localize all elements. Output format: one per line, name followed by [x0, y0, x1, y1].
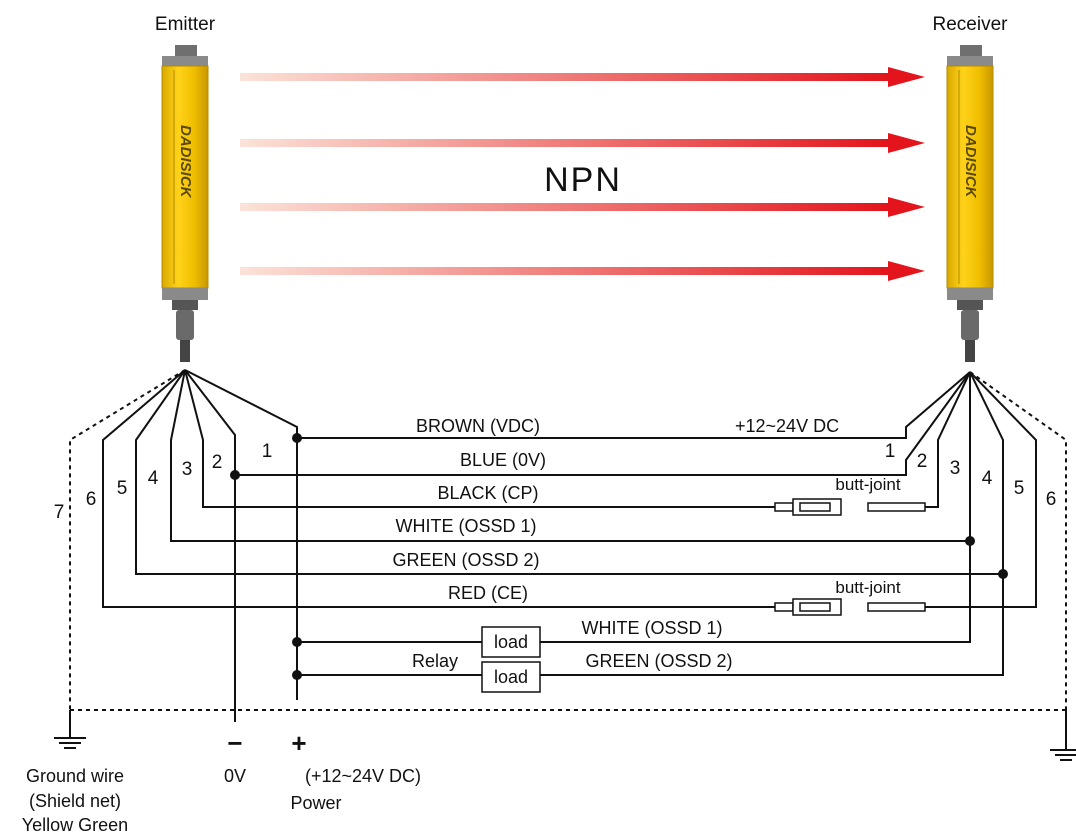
emitter-pin-number: 6: [86, 489, 97, 510]
receiver-brand: DADISICK: [962, 125, 979, 199]
receiver-pin-number: 5: [1014, 478, 1025, 499]
ground-symbol-emitter: [54, 710, 86, 749]
butt-joint-label: butt-joint: [835, 578, 900, 597]
relay-wire-label: WHITE (OSSD 1): [581, 618, 722, 638]
supply-label: +12~24V DC: [735, 416, 839, 436]
beam-arrow: [240, 139, 890, 147]
light-beams: [240, 67, 925, 281]
beam-arrow: [240, 267, 890, 275]
receiver-pin-number: 3: [950, 458, 961, 479]
beam-arrowhead: [888, 67, 925, 87]
emitter-pin-number: 5: [117, 478, 128, 499]
emitter-title: Emitter: [155, 14, 216, 35]
junction-dots: [230, 433, 1008, 680]
emitter-wires: [69, 369, 1003, 722]
emitter-pin-number: 7: [54, 502, 65, 523]
emitter-device: DADISICK: [161, 45, 209, 362]
load-box: load: [481, 626, 541, 658]
receiver-pin-number: 4: [982, 468, 993, 489]
load-label: load: [494, 632, 528, 652]
butt-joint-label: butt-joint: [835, 475, 900, 494]
minus-terminal: −: [227, 728, 242, 758]
load-box: load: [481, 661, 541, 693]
beam-arrowhead: [888, 197, 925, 217]
beam-arrowhead: [888, 261, 925, 281]
receiver-pin-number: 1: [885, 441, 896, 462]
receiver-pin-number: 6: [1046, 489, 1057, 510]
emitter-pin-number: 4: [148, 468, 159, 489]
butt-joint-connector: [774, 598, 926, 616]
receiver-device: DADISICK: [946, 45, 994, 362]
load-label: load: [494, 667, 528, 687]
wire-label: BLUE (0V): [460, 450, 546, 470]
beam-arrow: [240, 203, 890, 211]
plus-terminal: +: [291, 728, 306, 758]
beam-arrow: [240, 73, 890, 81]
relay-label: Relay: [412, 651, 458, 671]
butt-joint-connector: [774, 498, 926, 516]
emitter-pin-number: 2: [212, 452, 223, 473]
beam-arrowhead: [888, 133, 925, 153]
emitter-pin-number: 3: [182, 459, 193, 480]
ground-label-line: Yellow Green: [22, 815, 128, 835]
power-label: Power: [290, 793, 341, 813]
voltage-label: (+12~24V DC): [305, 766, 421, 786]
wire-label: WHITE (OSSD 1): [395, 516, 536, 536]
receiver-pin-number: 2: [917, 451, 928, 472]
npn-label: NPN: [544, 161, 622, 199]
receiver-wires: [235, 371, 1067, 710]
emitter-pin-number: 1: [262, 441, 273, 462]
wire-label: BLACK (CP): [437, 483, 538, 503]
emitter-brand: DADISICK: [177, 125, 194, 199]
wire-label: BROWN (VDC): [416, 416, 540, 436]
ground-label-line: Ground wire: [26, 766, 124, 786]
wire-label: RED (CE): [448, 583, 528, 603]
zero-volt-label: 0V: [224, 766, 246, 786]
relay-wire-label: GREEN (OSSD 2): [585, 651, 732, 671]
ground-label-line: (Shield net): [29, 791, 121, 811]
wire-label: GREEN (OSSD 2): [392, 550, 539, 570]
ground-symbol-receiver: [1050, 710, 1076, 761]
receiver-title: Receiver: [933, 14, 1009, 35]
